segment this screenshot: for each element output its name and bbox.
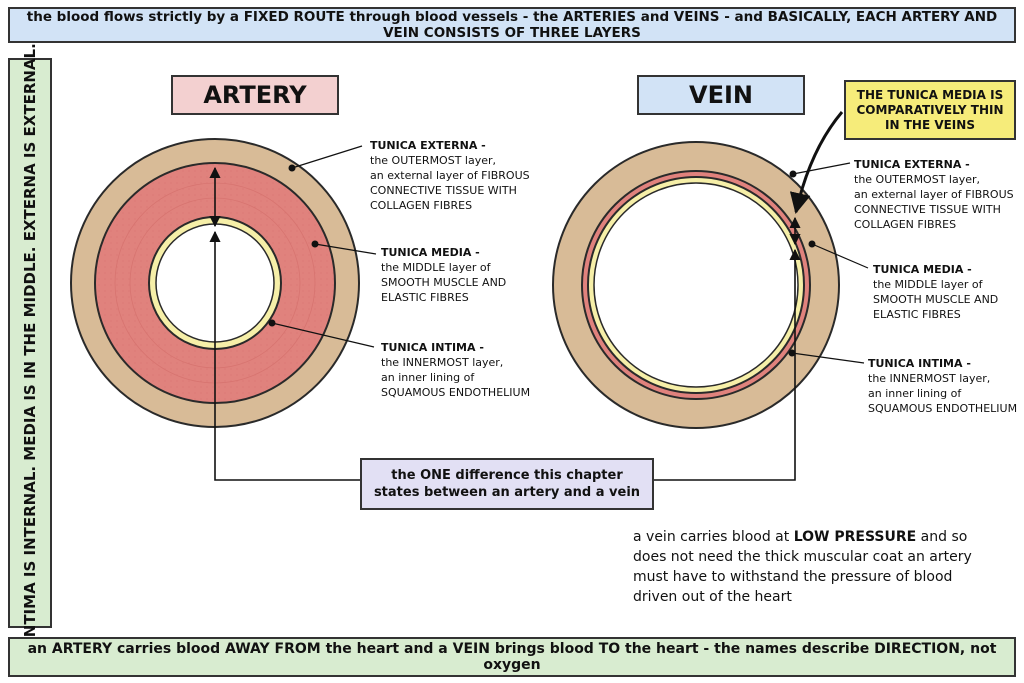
artery-intima-line-3: SQUAMOUS ENDOTHELIUM <box>381 386 531 399</box>
bottom-banner: an ARTERY carries blood AWAY FROM the he… <box>8 637 1016 677</box>
artery-externa-title: TUNICA EXTERNA - <box>370 139 486 152</box>
vein-externa-label: TUNICA EXTERNA - the OUTERMOST layer, an… <box>854 157 1014 232</box>
artery-media-line-2: SMOOTH MUSCLE AND <box>381 276 507 289</box>
vein-intima-line-2: an inner lining of <box>868 387 962 400</box>
artery-intima-title: TUNICA INTIMA - <box>381 341 484 354</box>
artery-externa-line-4: COLLAGEN FIBRES <box>370 199 473 212</box>
vein-externa-line-2: an external layer of FIBROUS <box>854 188 1014 201</box>
artery-intima-leader <box>271 322 375 348</box>
artery-media-leader <box>314 243 377 255</box>
callout-thin-text: THE TUNICA MEDIA IS COMPARATIVELY THIN I… <box>856 87 1004 132</box>
vein-title-text: VEIN <box>689 81 753 109</box>
vein-leaders <box>788 162 869 364</box>
vein-intima-label: TUNICA INTIMA - the INNERMOST layer, an … <box>868 356 1017 416</box>
artery-title: ARTERY <box>171 75 339 115</box>
artery-intima-label: TUNICA INTIMA - the INNERMOST layer, an … <box>381 340 530 400</box>
vein-media-label: TUNICA MEDIA - the MIDDLE layer of SMOOT… <box>873 262 998 322</box>
top-banner-text: the blood flows strictly by a FIXED ROUT… <box>26 9 998 41</box>
vein-media-dot <box>808 240 816 248</box>
artery-media-line-1: the MIDDLE layer of <box>381 261 491 274</box>
vein-externa-line-3: CONNECTIVE TISSUE WITH <box>854 203 1001 216</box>
top-banner: the blood flows strictly by a FIXED ROUT… <box>8 7 1016 43</box>
vein-externa-line-1: the OUTERMOST layer, <box>854 173 981 186</box>
side-banner: INTIMA IS INTERNAL. MEDIA IS IN THE MIDD… <box>8 43 52 643</box>
difference-connector-artery <box>209 230 360 481</box>
vein-lumen <box>593 182 799 388</box>
vein-intima-leader <box>791 352 865 364</box>
vein-intima-line-1: the INNERMOST layer, <box>868 372 991 385</box>
callout-thin-arrow <box>789 111 844 215</box>
artery-externa-label: TUNICA EXTERNA - the OUTERMOST layer, an… <box>370 138 530 213</box>
artery-externa-dot <box>288 164 296 172</box>
pressure-note-emphasis: LOW PRESSURE <box>793 529 917 545</box>
artery-leaders <box>268 145 377 348</box>
vein-cross-section <box>552 141 840 429</box>
artery-title-text: ARTERY <box>203 81 307 109</box>
pressure-note-part-3: and so does not need the thick muscular … <box>633 529 972 605</box>
artery-media-title: TUNICA MEDIA - <box>381 246 480 259</box>
artery-intima-line-1: the INNERMOST layer, <box>381 356 504 369</box>
vein-intima-dot <box>788 349 796 357</box>
artery-media-label: TUNICA MEDIA - the MIDDLE layer of SMOOT… <box>381 245 506 305</box>
difference-box-text: the ONE difference this chapter states b… <box>373 468 641 500</box>
artery-intima-line-2: an inner lining of <box>381 371 475 384</box>
vein-externa-title: TUNICA EXTERNA - <box>854 158 970 171</box>
difference-box: the ONE difference this chapter states b… <box>360 458 654 510</box>
callout-thin-media: THE TUNICA MEDIA IS COMPARATIVELY THIN I… <box>844 80 1016 140</box>
vein-title: VEIN <box>637 75 805 115</box>
vein-media-leader <box>811 243 869 269</box>
artery-externa-line-2: an external layer of FIBROUS <box>370 169 530 182</box>
vein-intima-title: TUNICA INTIMA - <box>868 357 971 370</box>
vein-externa-line-4: COLLAGEN FIBRES <box>854 218 957 231</box>
vein-media-line-1: the MIDDLE layer of <box>873 278 983 291</box>
vein-media-line-3: ELASTIC FIBRES <box>873 308 961 321</box>
pressure-note-part-1: a vein carries blood at <box>633 529 794 545</box>
artery-externa-line-1: the OUTERMOST layer, <box>370 154 497 167</box>
vein-externa-leader <box>792 162 851 175</box>
vein-externa-dot <box>789 170 797 178</box>
vein-media-line-2: SMOOTH MUSCLE AND <box>873 293 999 306</box>
pressure-note: a vein carries blood at LOW PRESSURE and… <box>633 527 993 607</box>
artery-externa-line-3: CONNECTIVE TISSUE WITH <box>370 184 517 197</box>
difference-connector-vein <box>654 248 801 481</box>
vein-intima-line-3: SQUAMOUS ENDOTHELIUM <box>868 402 1018 415</box>
artery-intima-dot <box>268 319 276 327</box>
artery-media-dot <box>311 240 319 248</box>
artery-media-line-3: ELASTIC FIBRES <box>381 291 469 304</box>
vein-media-title: TUNICA MEDIA - <box>873 263 972 276</box>
artery-externa-leader <box>291 145 363 169</box>
bottom-banner-text: an ARTERY carries blood AWAY FROM the he… <box>27 641 997 673</box>
